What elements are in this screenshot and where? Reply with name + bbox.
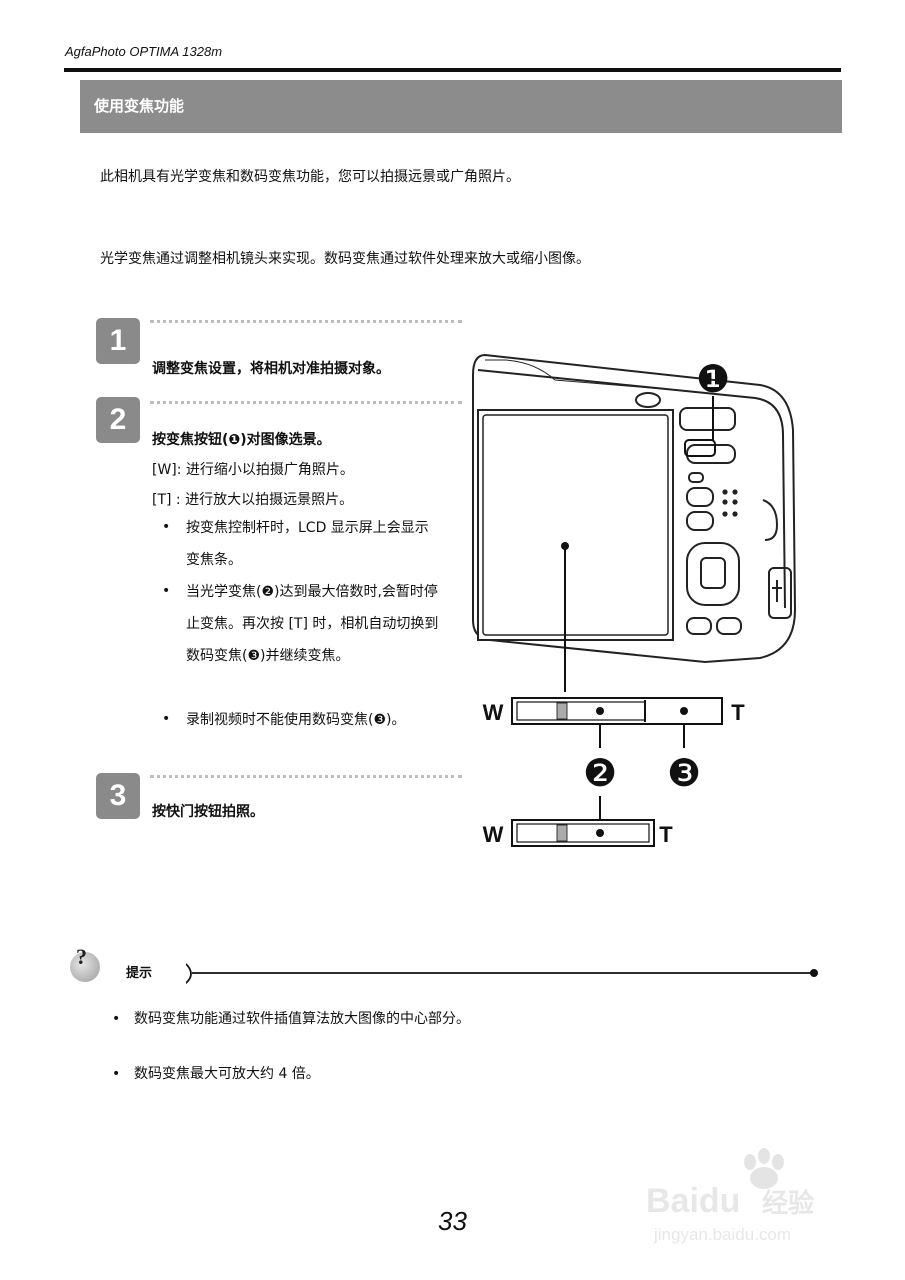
watermark-cn: 经验 [762, 1188, 814, 1219]
question-mark-glyph: ? [76, 944, 87, 969]
header-rule [64, 68, 841, 72]
wide-label-bottom: W [483, 822, 504, 847]
tip-item-1: • 数码变焦功能通过软件插值算法放大图像的中心部分。 [112, 1008, 470, 1028]
bullet-marker: • [162, 519, 171, 535]
camera-zoom-diagram: ❶ ❷ ❸ W T W T [472, 353, 797, 847]
tip-item-text: 数码变焦功能通过软件插值算法放大图像的中心部分。 [134, 1011, 470, 1027]
tip-item-text: 数码变焦最大可放大约 4 倍。 [134, 1066, 320, 1082]
step-2-t-desc: [T] : 进行放大以拍摄远景照片。 [152, 492, 354, 508]
bullet-marker: • [112, 1011, 121, 1027]
step-2-title: 按变焦按钮(❶)对图像选景。 [152, 432, 331, 448]
step-1-title: 调整变焦设置，将相机对准拍摄对象。 [152, 361, 390, 377]
tip-label: 提示 [126, 966, 153, 981]
watermark-url: jingyan.baidu.com [653, 1225, 791, 1244]
step-2-bullet-1: 按变焦控制杆时，LCD 显示屏上会显示变焦条。 [186, 520, 429, 568]
running-header: AgfaPhoto OPTIMA 1328m [65, 44, 223, 59]
bullet-marker: • [112, 1066, 121, 1082]
section-title-bar: 使用变焦功能 [80, 80, 842, 133]
bullet-marker: • [162, 711, 171, 727]
lcd-pointer-dot [561, 542, 569, 550]
step-divider [150, 775, 462, 778]
tip-divider-line [186, 963, 818, 984]
baidu-watermark-logo: Baidu 经验 jingyan.baidu.com [646, 1148, 814, 1244]
page-number: 33 [438, 1206, 467, 1236]
watermark-brand: Baidu [646, 1182, 740, 1220]
zoom-bar-top [511, 697, 723, 725]
callout-1-marker: ❶ [696, 357, 730, 401]
step-2-w-desc: [W]: 进行缩小以拍摄广角照片。 [152, 462, 354, 478]
tip-item-2: • 数码变焦最大可放大约 4 倍。 [112, 1063, 320, 1083]
wide-label-top: W [483, 700, 504, 725]
intro-paragraph-2: 光学变焦通过调整相机镜头来实现。数码变焦通过软件处理来放大或缩小图像。 [100, 251, 590, 267]
camera-illustration [472, 353, 797, 664]
step-2-bullet-3: 录制视频时不能使用数码变焦(❸)。 [186, 712, 406, 728]
step-3-title: 按快门按钮拍照。 [152, 804, 264, 820]
step-number-1: 1 [96, 318, 140, 364]
question-icon [70, 952, 100, 982]
callout-leaders [564, 396, 716, 835]
step-divider [150, 320, 462, 323]
intro-paragraph-1: 此相机具有光学变焦和数码变焦功能，您可以拍摄远景或广角照片。 [100, 169, 520, 185]
callout-3-marker: ❸ [667, 751, 701, 795]
step-2-bullet-2: 当光学变焦(❷)达到最大倍数时,会暂时停止变焦。再次按 [T] 时，相机自动切换… [186, 584, 439, 664]
tele-label-top: T [731, 700, 745, 725]
step-number-3: 3 [96, 773, 140, 819]
bullet-marker: • [162, 583, 171, 599]
callout-2-marker: ❷ [583, 751, 617, 795]
zoom-bar-bottom [511, 819, 655, 847]
step-divider [150, 401, 462, 404]
paw-icon [744, 1148, 784, 1189]
step-number-2: 2 [96, 397, 140, 443]
tele-label-bottom: T [659, 822, 673, 847]
